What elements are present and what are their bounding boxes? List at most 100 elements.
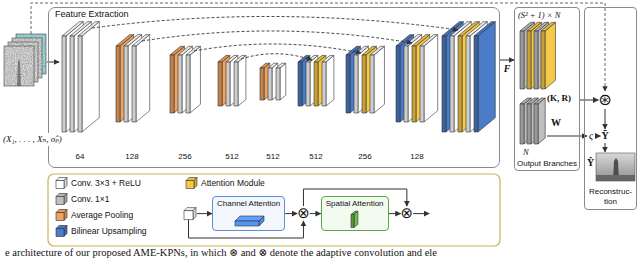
reconstruction-panel: Reconstruc- tion ⊛ bbox=[584, 7, 637, 210]
cube-face bbox=[64, 210, 67, 221]
feature-map-slab bbox=[186, 55, 190, 113]
feature-map-slab bbox=[268, 68, 272, 100]
cube-face bbox=[64, 194, 67, 205]
legend-label: Attention Module bbox=[201, 177, 265, 189]
legend-swatch bbox=[186, 178, 197, 189]
cube-face bbox=[64, 178, 67, 189]
feature-map-slab bbox=[362, 55, 366, 113]
node-text: ⊗ bbox=[297, 206, 310, 221]
channel-count: 256 bbox=[177, 150, 192, 163]
feature-map-slab bbox=[268, 63, 278, 68]
feature-map-slab bbox=[474, 36, 478, 132]
kernel-map-slab bbox=[541, 22, 555, 31]
kernel-map-slab bbox=[534, 31, 538, 89]
feature-map-slab bbox=[420, 35, 438, 46]
feature-map-slab bbox=[322, 62, 326, 106]
kernel-map-slab bbox=[527, 31, 531, 89]
channel-attention-box: Channel Attention bbox=[212, 196, 285, 231]
input-symbols: (X₁, . . . , Xₙ, σ̂ₚ) bbox=[2, 133, 63, 146]
channel-count: 128 bbox=[409, 150, 424, 163]
feature-map-slab bbox=[70, 36, 74, 132]
spatial-attention-icon bbox=[333, 210, 377, 228]
skip-connection bbox=[241, 54, 312, 60]
weight-map-slab bbox=[534, 98, 545, 104]
weight-map-slab bbox=[520, 104, 524, 144]
frame-count: N bbox=[522, 146, 530, 159]
weight-map-slab bbox=[531, 98, 538, 144]
weight-map-slab bbox=[524, 98, 531, 144]
skip-connection bbox=[142, 31, 412, 43]
feature-map-slab bbox=[374, 46, 384, 113]
legend-swatch bbox=[56, 210, 67, 221]
feature-map-slab bbox=[260, 63, 270, 68]
channel-count: 512 bbox=[308, 150, 323, 163]
skip-connection bbox=[92, 16, 458, 30]
intermediate-output-symbol: Ỹ bbox=[600, 129, 609, 143]
cube-face bbox=[184, 211, 193, 220]
legend-panel bbox=[48, 174, 500, 246]
channel-count: 512 bbox=[224, 150, 239, 163]
feature-map-slab bbox=[276, 63, 286, 68]
weight-map-slab bbox=[538, 98, 545, 144]
channel-count: 128 bbox=[124, 150, 139, 163]
kernel-residual-symbol: (K, R) bbox=[546, 92, 572, 105]
feature-map-slab bbox=[124, 46, 128, 122]
multiply-symbol: ⊗ bbox=[401, 206, 414, 221]
weight-map-slab bbox=[527, 104, 531, 144]
feature-map-slab bbox=[170, 55, 174, 113]
node-text: Reconstruc- tion bbox=[587, 187, 634, 207]
feature-map-slab bbox=[116, 46, 120, 122]
feature-extraction-panel: Feature Extraction bbox=[48, 7, 500, 168]
input-frames bbox=[4, 34, 46, 86]
cube-face bbox=[56, 213, 64, 221]
feature-map-slab bbox=[404, 46, 408, 122]
feature-map-slab bbox=[132, 46, 136, 122]
feature-map-slab bbox=[412, 46, 416, 122]
spatial-attention-box: Spatial Attention bbox=[321, 196, 389, 231]
feature-map-slab bbox=[474, 22, 495, 36]
image-sky bbox=[596, 153, 635, 181]
node-text: Feature Extraction bbox=[55, 9, 129, 19]
attention-map bbox=[351, 215, 354, 228]
legend-swatch bbox=[56, 226, 67, 237]
feature-map-slab bbox=[396, 46, 400, 122]
cube-face bbox=[56, 229, 64, 237]
weight-symbol: W bbox=[550, 116, 562, 129]
scale-symbol: ς bbox=[588, 129, 594, 143]
fusion-arrow bbox=[604, 109, 605, 129]
feature-map-slab bbox=[424, 35, 438, 122]
legend-label: Bilinear Upsampling bbox=[71, 225, 147, 237]
feature-map-slab bbox=[420, 46, 424, 122]
feature-map-slab bbox=[226, 62, 230, 106]
output-image bbox=[596, 153, 635, 181]
feature-map-slab bbox=[238, 55, 246, 106]
feature-map-slab bbox=[280, 63, 286, 100]
feature-map-slab bbox=[326, 55, 334, 106]
channel-count: 64 bbox=[75, 150, 86, 163]
feature-map-slab bbox=[370, 55, 374, 113]
kernel-map-slab bbox=[545, 22, 555, 89]
output-channel-count: (S² + 1) × N bbox=[517, 9, 561, 22]
scale-arrow bbox=[595, 136, 600, 137]
feature-map-slab bbox=[234, 62, 238, 106]
feature-map-slab bbox=[450, 36, 454, 132]
attention-output-arrow bbox=[413, 213, 429, 214]
feature-map-slab bbox=[260, 68, 264, 100]
feature-map-slab bbox=[78, 22, 99, 36]
legend-label: Conv. 3×3 + ReLU bbox=[71, 177, 141, 189]
feature-map-slab bbox=[82, 22, 99, 132]
kernel-map-slab bbox=[541, 31, 545, 89]
feature-map-slab bbox=[222, 55, 230, 106]
feature-map-slab bbox=[218, 62, 222, 106]
feature-map-slab bbox=[298, 62, 302, 106]
channel-count: 256 bbox=[357, 150, 372, 163]
node-text: ⊛ bbox=[598, 92, 611, 108]
attention-map bbox=[351, 211, 358, 214]
legend-swatch bbox=[56, 194, 67, 205]
connectors bbox=[285, 60, 598, 214]
feature-map-slab bbox=[62, 36, 66, 132]
connector-arrow bbox=[285, 213, 297, 214]
cube-face bbox=[194, 178, 197, 189]
weight-map-slab bbox=[534, 104, 538, 144]
feature-map-slab bbox=[442, 36, 446, 132]
